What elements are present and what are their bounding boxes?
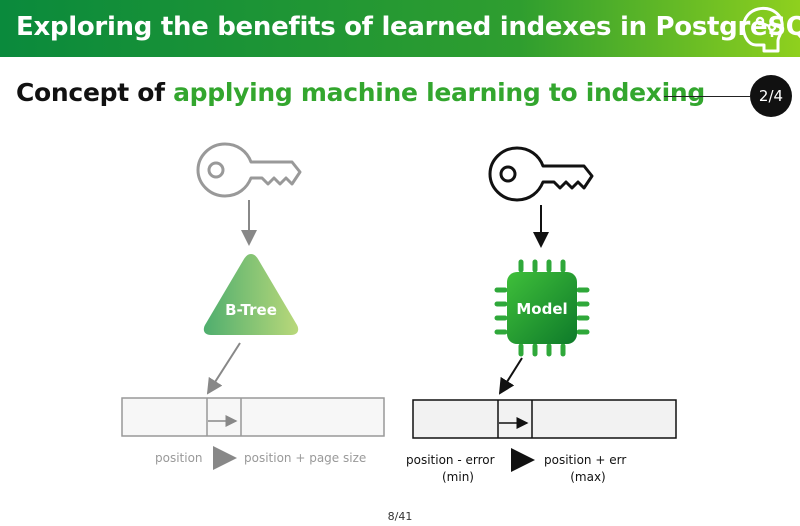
- model-range-start-note: (min): [442, 470, 474, 484]
- key-icon-model: [488, 146, 594, 202]
- model-to-page-arrow: [498, 357, 523, 395]
- page-number: 8/41: [387, 510, 413, 523]
- model-range-end: position + err: [544, 453, 626, 467]
- model-label: Model: [516, 300, 567, 318]
- btree-range-start: position: [155, 451, 203, 465]
- subtitle-lead: Concept of: [16, 78, 174, 107]
- slide-title: Exploring the benefits of learned indexe…: [16, 12, 800, 42]
- btree-label: B-Tree: [225, 301, 277, 319]
- model-range-start: position - error: [406, 453, 495, 467]
- btree-to-page-arrow: [206, 342, 241, 395]
- btree-range-end: position + page size: [244, 451, 366, 465]
- model-range-end-note: (max): [570, 470, 606, 484]
- model-chip-icon: Model: [494, 259, 590, 357]
- section-badge: 2/4: [750, 75, 792, 117]
- model-page-bar: [412, 399, 677, 439]
- subtitle-highlight: applying machine learning to indexing: [173, 78, 705, 107]
- btree-node: B-Tree: [203, 254, 299, 335]
- key-icon: [196, 142, 302, 198]
- btree-page-bar: [121, 397, 385, 437]
- subtitle-divider: [664, 96, 750, 97]
- robot-head-icon: [741, 6, 784, 53]
- slide-subtitle: Concept of applying machine learning to …: [16, 78, 705, 107]
- title-bar: Exploring the benefits of learned indexe…: [0, 0, 800, 57]
